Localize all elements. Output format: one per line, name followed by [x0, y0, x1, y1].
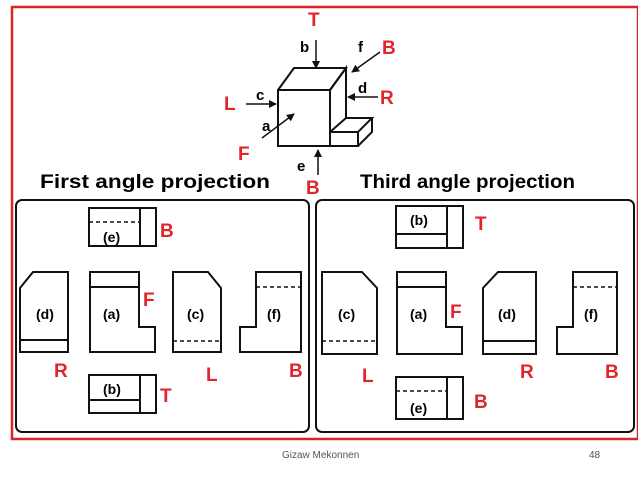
fa-right-view	[172, 271, 222, 353]
footer-author: Gizaw Mekonnen	[282, 450, 360, 461]
ta-far-label: (f)	[584, 306, 598, 322]
ta-right-label: (d)	[498, 306, 516, 322]
fa-far-label: (f)	[267, 306, 281, 322]
block-top-face	[277, 67, 348, 91]
dir-letter-left: L	[224, 94, 236, 115]
fa-top-label: (e)	[103, 229, 120, 245]
ta-right-view	[482, 271, 537, 355]
dir-letter-front: F	[238, 144, 250, 165]
arrow-label-e: e	[297, 158, 305, 175]
block-front-face	[277, 89, 331, 147]
ta-top-label: (b)	[410, 212, 428, 228]
page-number: 48	[589, 450, 601, 461]
fa-top-letter: B	[160, 221, 174, 242]
fa-far-letter: B	[289, 361, 303, 382]
fa-left-label: (d)	[36, 306, 54, 322]
fa-right-letter: L	[206, 365, 218, 386]
ta-left-label: (c)	[338, 306, 355, 322]
ta-far-letter: B	[605, 362, 619, 383]
ta-left-letter: L	[362, 366, 374, 387]
arrow-label-f: f	[358, 39, 364, 56]
pictorial-view	[246, 40, 381, 175]
ta-bottom-label: (e)	[410, 400, 427, 416]
dir-letter-right: R	[380, 88, 394, 109]
ta-front-letter: F	[450, 302, 462, 323]
first-angle-panel	[15, 199, 310, 433]
arrow-a	[261, 113, 295, 139]
arrow-f	[351, 51, 381, 73]
third-angle-title: Third angle projection	[360, 172, 575, 193]
fa-bottom-label: (b)	[103, 381, 121, 397]
fa-front-letter: F	[143, 290, 155, 311]
ta-top-letter: T	[475, 214, 487, 235]
fa-front-view	[89, 271, 156, 353]
ta-bottom-view	[395, 376, 464, 420]
block-side-face	[329, 64, 347, 118]
ta-front-view	[396, 271, 463, 355]
fa-far-view	[239, 271, 302, 353]
first-angle-title: First angle projection	[40, 172, 270, 193]
ta-top-view	[395, 205, 464, 249]
ta-front-label: (a)	[410, 306, 427, 322]
arrow-label-a: a	[262, 118, 271, 135]
fa-bottom-view	[88, 374, 157, 414]
fa-bottom-letter: T	[160, 386, 172, 407]
ta-left-view	[321, 271, 378, 355]
step-top	[329, 117, 375, 133]
third-angle-panel	[315, 199, 635, 433]
ta-right-letter: R	[520, 362, 534, 383]
dir-letter-bottom: B	[306, 178, 320, 199]
ta-bottom-letter: B	[474, 392, 488, 413]
fa-front-label: (a)	[103, 306, 120, 322]
step-front	[330, 131, 359, 147]
fa-right-label: (c)	[187, 306, 204, 322]
dir-letter-top: T	[308, 10, 320, 31]
outer-frame	[10, 5, 638, 441]
step-side	[357, 118, 373, 147]
dir-letter-back: B	[382, 38, 396, 59]
fa-left-letter: R	[54, 361, 68, 382]
ta-far-view	[556, 271, 618, 355]
fa-left-view	[19, 271, 69, 353]
arrow-label-c: c	[256, 87, 264, 104]
fa-top-view	[88, 207, 157, 247]
arrow-label-d: d	[358, 80, 367, 97]
arrow-label-b: b	[300, 39, 309, 56]
